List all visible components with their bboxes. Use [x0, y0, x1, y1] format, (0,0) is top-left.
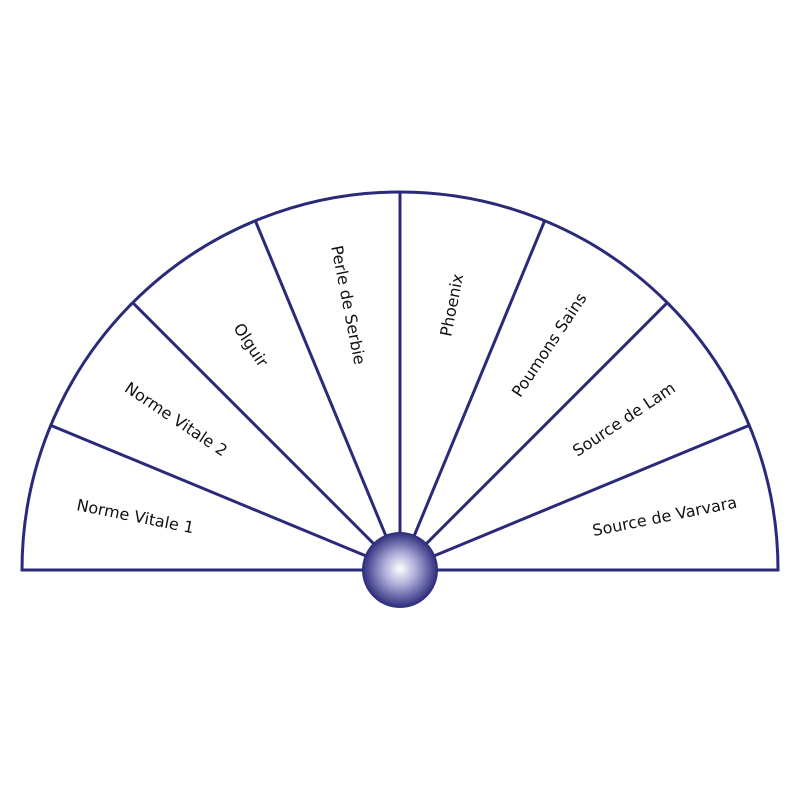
sector-divider: [412, 220, 547, 538]
sector-dividers: [50, 192, 750, 558]
sector-divider: [131, 301, 376, 546]
sector-divider: [424, 301, 669, 546]
sector-divider: [432, 423, 750, 558]
sector-divider: [50, 423, 368, 558]
center-knob: [362, 532, 438, 608]
sector-divider: [253, 220, 388, 538]
center-knob-circle: [362, 532, 438, 608]
